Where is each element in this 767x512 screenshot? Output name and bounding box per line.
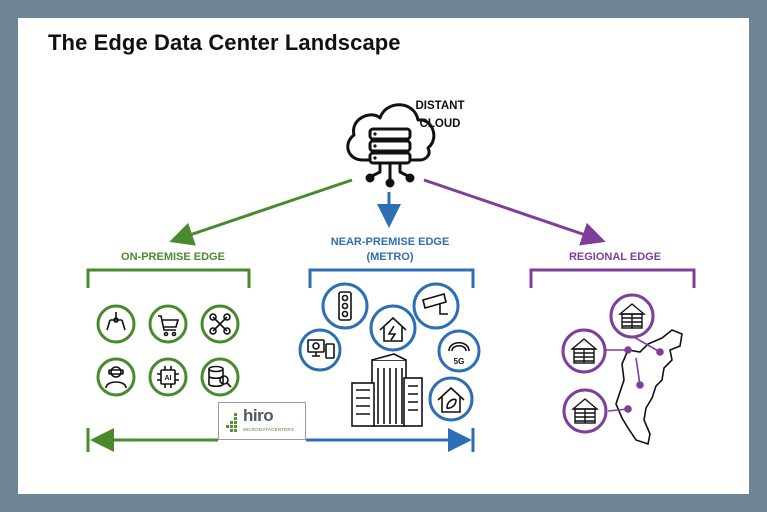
near-premise-edge-label: NEAR-PREMISE EDGE (METRO) bbox=[300, 235, 480, 265]
on-premise-bracket bbox=[86, 268, 251, 288]
city-buildings-icon bbox=[351, 353, 423, 427]
on-premise-edge-label: ON-PREMISE EDGE bbox=[121, 251, 225, 263]
5g-text: 5G bbox=[454, 357, 465, 366]
near-premise-label-line2: (METRO) bbox=[366, 251, 414, 263]
5g-icon bbox=[437, 329, 481, 373]
arrow-to-regional bbox=[423, 178, 606, 246]
arrow-to-on-premise bbox=[169, 178, 353, 246]
traffic-light-icon bbox=[321, 282, 369, 330]
distant-cloud-label: DISTANT CLOUD bbox=[400, 97, 480, 133]
hiro-logo-dots-icon bbox=[226, 413, 237, 432]
hiro-logo-word: hiro bbox=[243, 406, 274, 425]
near-premise-label-line1: NEAR-PREMISE EDGE bbox=[330, 236, 450, 248]
near-premise-bracket bbox=[308, 268, 475, 288]
cloud-server-icon bbox=[346, 103, 436, 188]
page-title: The Edge Data Center Landscape bbox=[48, 30, 401, 55]
regional-edge-label: REGIONAL EDGE bbox=[568, 251, 662, 263]
distant-cloud-label-line1: DISTANT bbox=[415, 100, 465, 112]
hiro-logo: hiro MICRODATACENTERS bbox=[218, 402, 306, 440]
us-east-coast-map-icon bbox=[615, 329, 683, 446]
ai-chip-icon bbox=[148, 357, 188, 397]
hiro-logo-subtitle: MICRODATACENTERS bbox=[243, 427, 295, 432]
distant-cloud-label-line2: CLOUD bbox=[419, 118, 461, 130]
regional-bracket bbox=[529, 268, 696, 288]
database-search-icon bbox=[200, 357, 240, 397]
shopping-cart-icon bbox=[148, 304, 188, 344]
security-camera-icon bbox=[412, 282, 460, 330]
eco-home-icon bbox=[428, 376, 474, 422]
robotic-claw-icon bbox=[96, 304, 136, 344]
ai-chip-text: AI bbox=[165, 375, 172, 382]
